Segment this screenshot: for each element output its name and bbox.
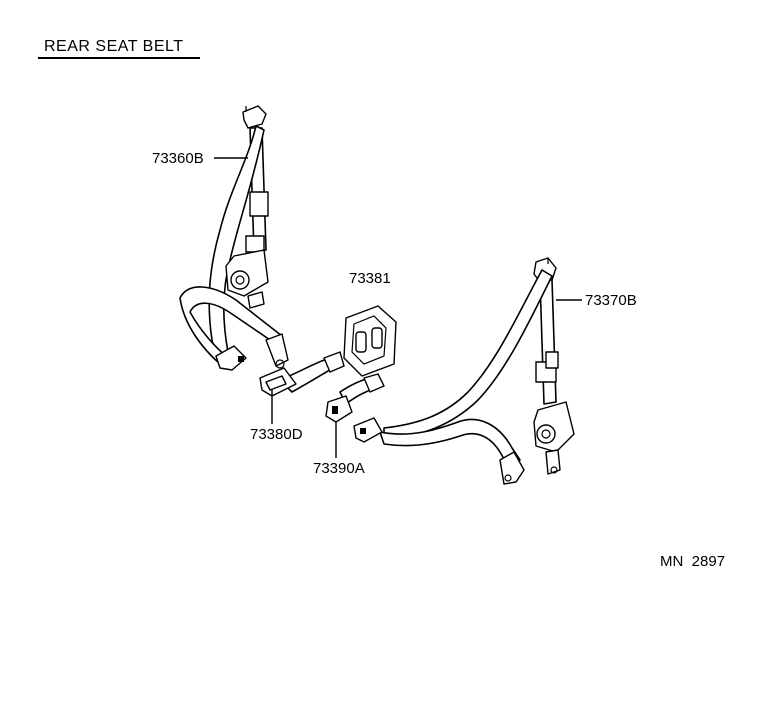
- callout-73380d: 73380D: [250, 390, 303, 443]
- callout-73381: 73381: [349, 270, 391, 287]
- callout-73390a: 73390A: [313, 422, 365, 477]
- part-number-73390a: 73390A: [313, 460, 365, 477]
- part-number-73360b: 73360B: [152, 150, 204, 167]
- left-seat-belt-assembly: [179, 105, 289, 371]
- escutcheon-73381: [343, 305, 397, 377]
- callout-73360b: 73360B: [152, 150, 248, 167]
- diagram-title: REAR SEAT BELT: [44, 38, 183, 55]
- drawing-code: MN 2897: [660, 553, 725, 570]
- part-number-73370b: 73370B: [585, 292, 637, 309]
- buckle-73390a: [325, 373, 385, 423]
- right-seat-belt-assembly: [353, 257, 575, 485]
- buckle-73380d: [259, 351, 345, 397]
- callout-73370b: 73370B: [556, 292, 637, 309]
- part-number-73381: 73381: [349, 270, 391, 287]
- part-number-73380d: 73380D: [250, 426, 303, 443]
